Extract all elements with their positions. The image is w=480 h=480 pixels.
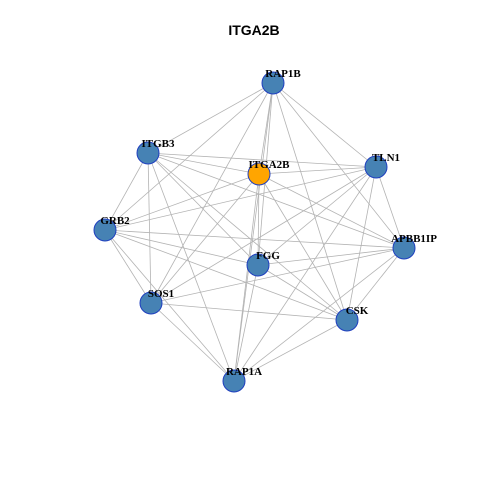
- edge-fgg-rap1a: [233, 264, 259, 382]
- edge-grb2-rap1a: [104, 229, 235, 382]
- edge-grb2-fgg: [104, 229, 259, 266]
- edge-itgb3-tln1: [147, 152, 377, 168]
- edge-itga2b-fgg: [257, 173, 260, 266]
- edge-rap1b-grb2: [104, 82, 274, 231]
- edge-itgb3-csk: [147, 152, 348, 321]
- edge-apbb1ip-rap1a: [233, 247, 405, 382]
- edge-tln1-rap1a: [233, 166, 377, 382]
- edge-tln1-grb2: [104, 166, 377, 231]
- edge-sos1-csk: [150, 302, 348, 321]
- node-label-csk: CSK: [346, 305, 369, 317]
- node-fgg[interactable]: [246, 253, 270, 277]
- edge-itgb3-fgg: [147, 152, 259, 266]
- edge-itga2b-tln1: [258, 166, 377, 175]
- edge-itgb3-rap1a: [147, 152, 235, 382]
- edge-grb2-csk: [104, 229, 348, 321]
- edge-tln1-csk: [346, 166, 377, 321]
- edge-itgb3-apbb1ip: [147, 152, 405, 249]
- edge-grb2-apbb1ip: [104, 229, 405, 249]
- edge-itga2b-csk: [258, 173, 348, 321]
- node-label-fgg: FGG: [256, 250, 280, 262]
- edge-rap1b-tln1: [272, 82, 377, 168]
- node-label-tln1: TLN1: [372, 152, 400, 164]
- node-layer: [93, 71, 416, 393]
- node-label-itgb3: ITGB3: [141, 138, 175, 150]
- edge-csk-rap1a: [233, 319, 348, 382]
- edge-sos1-rap1a: [150, 302, 235, 382]
- edge-rap1b-csk: [272, 82, 348, 321]
- edge-rap1b-itgb3: [147, 82, 274, 154]
- node-label-grb2: GRB2: [100, 215, 130, 227]
- edge-itga2b-sos1: [150, 173, 260, 304]
- edge-apbb1ip-fgg: [257, 247, 405, 266]
- edge-rap1b-rap1a: [233, 82, 274, 382]
- node-label-rap1b: RAP1B: [265, 68, 301, 80]
- node-apbb1ip[interactable]: [392, 236, 416, 260]
- node-label-rap1a: RAP1A: [226, 366, 262, 378]
- edge-rap1b-sos1: [150, 82, 274, 304]
- edge-rap1b-apbb1ip: [272, 82, 405, 249]
- node-label-itga2b: ITGA2B: [249, 159, 291, 171]
- node-rap1b[interactable]: [261, 71, 285, 95]
- edge-itgb3-itga2b: [147, 152, 260, 175]
- edge-itgb3-grb2: [104, 152, 149, 231]
- edge-itgb3-sos1: [147, 152, 152, 304]
- node-rap1a[interactable]: [222, 369, 246, 393]
- edge-itga2b-apbb1ip: [258, 173, 405, 249]
- edge-itga2b-grb2: [104, 173, 260, 231]
- node-itgb3[interactable]: [136, 141, 160, 165]
- node-label-apbb1ip: APBB1IP: [391, 233, 437, 245]
- edge-layer: [104, 82, 405, 382]
- node-label-sos1: SOS1: [148, 288, 174, 300]
- edge-itga2b-rap1a: [233, 173, 260, 382]
- diagram-title: ITGA2B: [228, 22, 279, 38]
- node-tln1[interactable]: [364, 155, 388, 179]
- node-itga2b[interactable]: [247, 162, 271, 186]
- edge-tln1-apbb1ip: [375, 166, 405, 249]
- edge-tln1-sos1: [150, 166, 377, 304]
- edge-apbb1ip-csk: [346, 247, 405, 321]
- node-csk[interactable]: [335, 308, 359, 332]
- node-grb2[interactable]: [93, 218, 117, 242]
- node-sos1[interactable]: [139, 291, 163, 315]
- edge-fgg-csk: [257, 264, 348, 321]
- edge-grb2-sos1: [104, 229, 152, 304]
- edge-tln1-fgg: [257, 166, 377, 266]
- edge-apbb1ip-sos1: [150, 247, 405, 304]
